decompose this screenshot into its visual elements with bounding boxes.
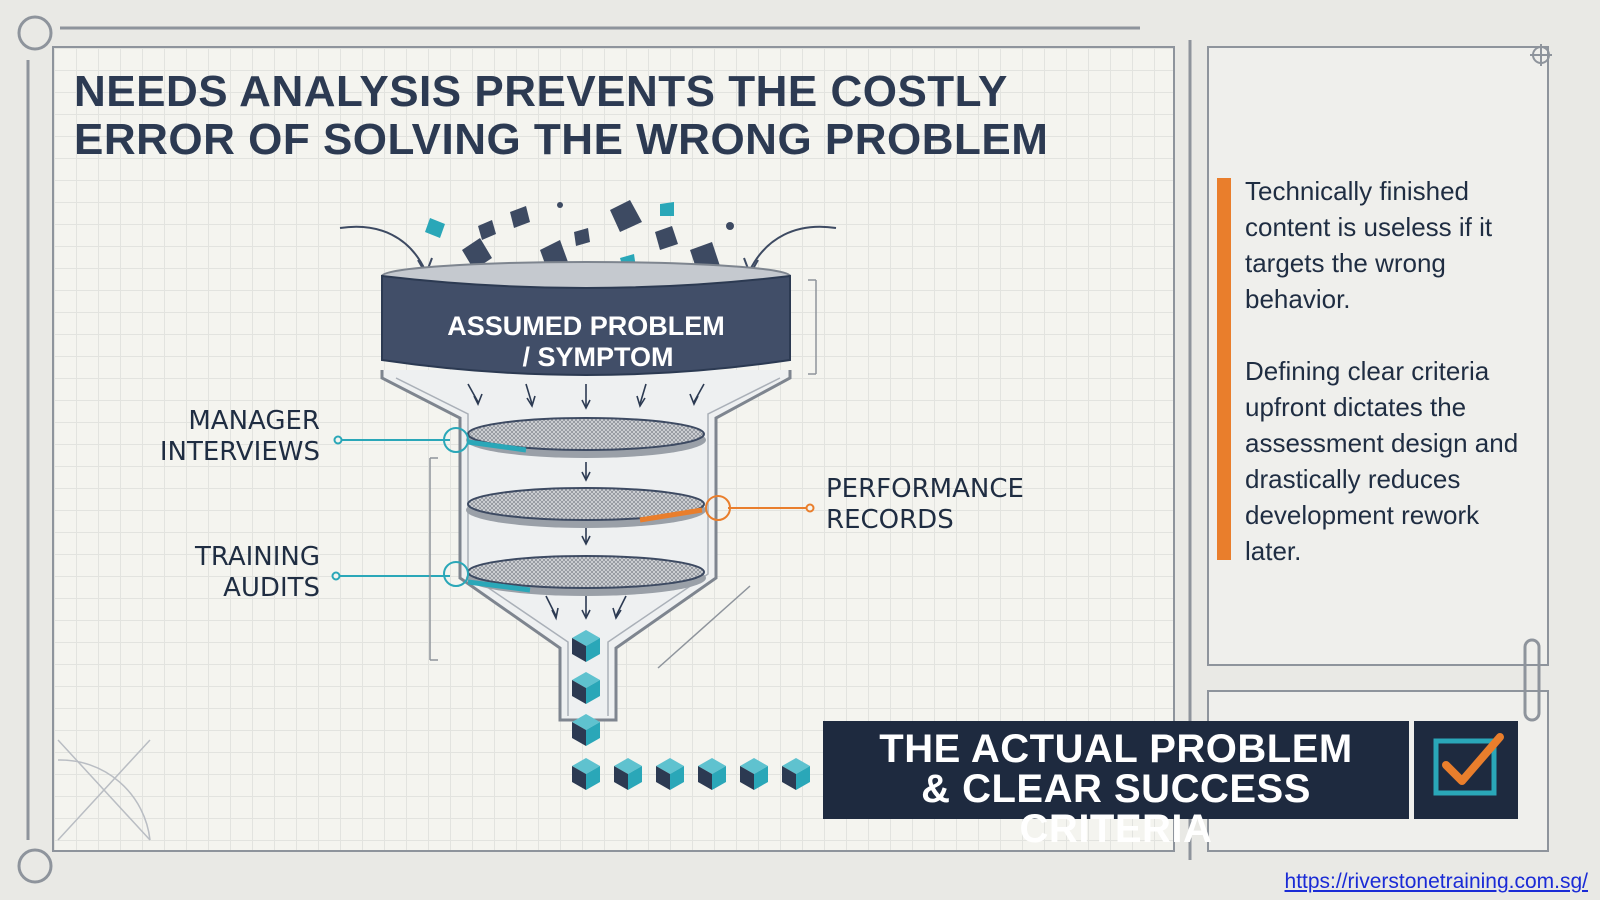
sidebar-paragraph-1: Technically finished content is useless … xyxy=(1245,176,1493,314)
side-panel xyxy=(1207,46,1549,666)
accent-bar xyxy=(1217,178,1231,560)
title-line-1: NEEDS ANALYSIS PREVENTS THE COSTLY xyxy=(74,67,1008,116)
label-manager-interviews: MANAGER INTERVIEWS xyxy=(159,406,320,467)
funnel-label-line-2: / SYMPTOM xyxy=(522,342,673,372)
title-line-2: ERROR OF SOLVING THE WRONG PROBLEM xyxy=(74,115,1049,164)
banner-line-1: THE ACTUAL PROBLEM xyxy=(879,727,1353,771)
filter-disc-2 xyxy=(466,487,706,528)
filter-disc-3 xyxy=(466,555,706,596)
sidebar-text: Technically finished content is useless … xyxy=(1245,173,1535,605)
output-cubes xyxy=(572,630,810,790)
filter-disc-1 xyxy=(466,417,706,458)
label-training-audits: TRAINING AUDITS xyxy=(194,542,320,603)
page-title: NEEDS ANALYSIS PREVENTS THE COSTLY ERROR… xyxy=(74,68,1074,164)
label-performance-records: PERFORMANCE RECORDS xyxy=(826,474,1024,535)
funnel-label-line-1: ASSUMED PROBLEM xyxy=(447,311,725,341)
checkmark-box-icon xyxy=(1414,721,1518,819)
result-banner: THE ACTUAL PROBLEM & CLEAR SUCCESS CRITE… xyxy=(823,721,1409,849)
banner-line-2: & CLEAR SUCCESS CRITERIA xyxy=(921,767,1311,851)
sidebar-paragraph-2: Defining clear criteria upfront dictates… xyxy=(1245,356,1519,566)
footer-url-link[interactable]: https://riverstonetraining.com.sg/ xyxy=(1284,870,1588,893)
